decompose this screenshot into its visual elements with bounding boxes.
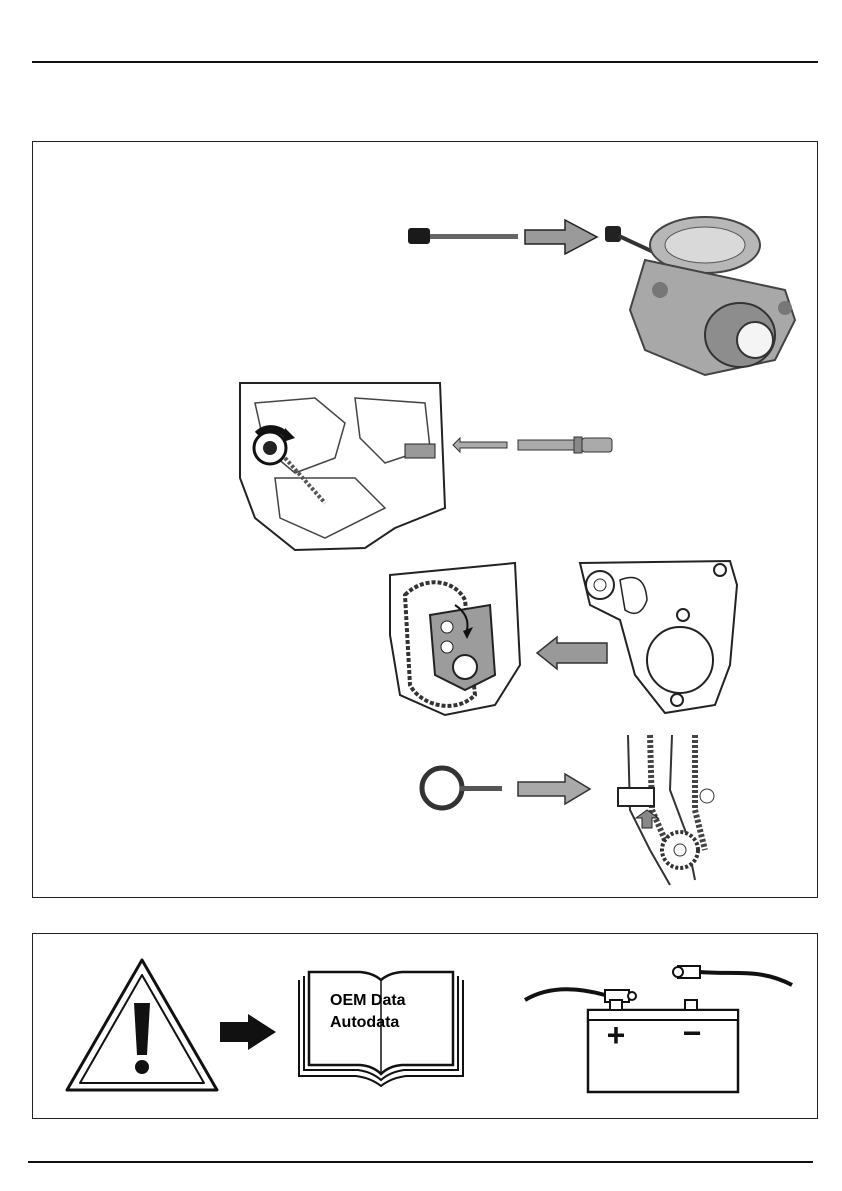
battery-minus-symbol: −	[683, 1015, 702, 1051]
book-line-autodata: Autodata	[330, 1012, 435, 1034]
chain-tensioner-retaining-pin-icon	[410, 730, 740, 890]
manual-book-label: OEM Data Autodata	[330, 990, 435, 1034]
arrow-right-icon	[218, 1012, 278, 1052]
book-line-oem: OEM Data	[330, 990, 435, 1012]
warning-triangle-icon	[62, 955, 222, 1095]
battery-plus-symbol: +	[607, 1017, 626, 1053]
crankshaft-locking-pin-icon	[235, 378, 620, 553]
camshaft-locking-plate-icon	[385, 555, 745, 720]
battery-disconnect-icon: + −	[520, 960, 805, 1095]
locking-pin-and-tensioner-icon	[405, 200, 805, 390]
footer-rule	[28, 1161, 813, 1163]
header-rule	[32, 61, 818, 63]
